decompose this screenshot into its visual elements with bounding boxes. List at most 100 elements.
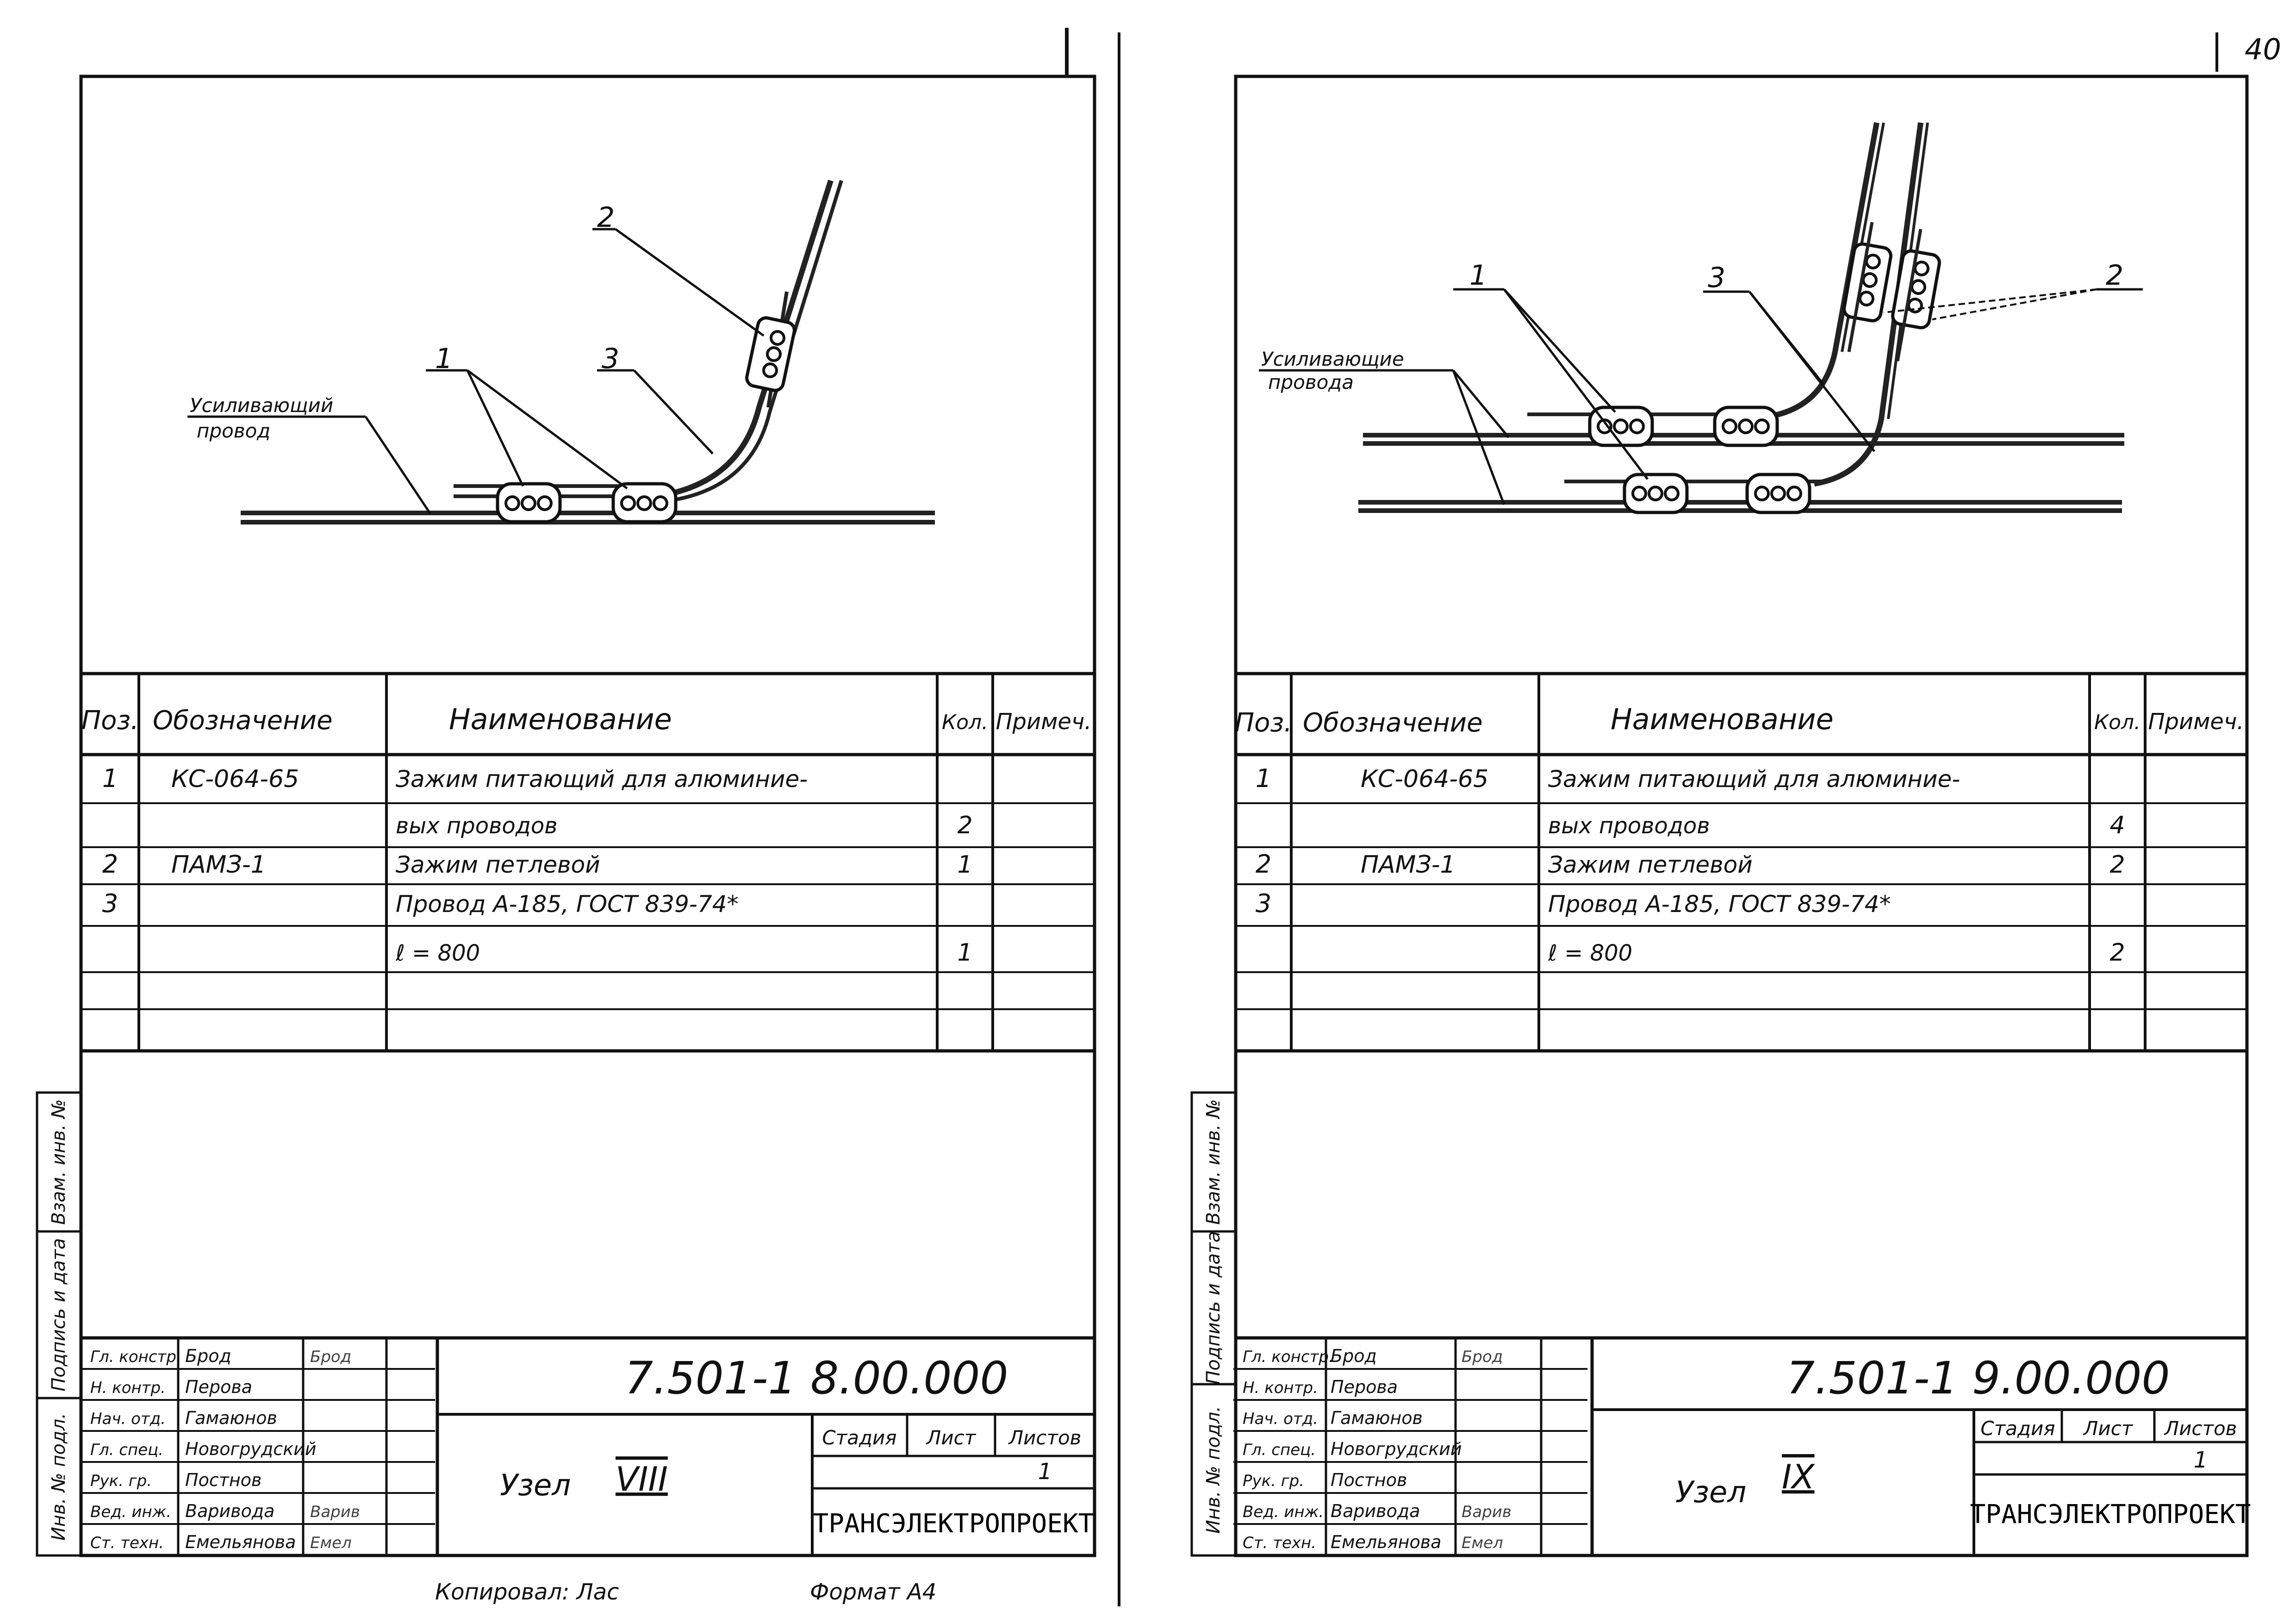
cell-pos: 3 [102, 889, 118, 918]
signature: Емел [310, 1534, 352, 1552]
callout-3: 3 [1708, 262, 1725, 294]
org-name: ТРАНСЭЛЕКТРОПРОЕКТ [1970, 1499, 2251, 1530]
signature: Варив [310, 1503, 360, 1521]
signer-name: Гамаюнов [185, 1408, 277, 1428]
cell-name: ℓ = 800 [395, 940, 480, 966]
cell-name: ℓ = 800 [1548, 940, 1632, 966]
stage-label: Стадия [1980, 1417, 2055, 1440]
node-drawing-left: 2 1 3 Усиливающий провод [187, 180, 935, 525]
cell-qty: 2 [2109, 851, 2125, 879]
signer-name: Гамаюнов [1331, 1408, 1423, 1428]
cell-name: Зажим петлевой [1548, 851, 1753, 878]
callout-1: 1 [1469, 259, 1487, 292]
cell-qty: 1 [957, 851, 972, 879]
page-number: 40 [2245, 32, 2281, 66]
cell-qty: 2 [2109, 939, 2125, 967]
cell-name: вых проводов [396, 813, 558, 839]
cell-pos: 2 [1256, 849, 1271, 879]
header-pos: Поз. [1235, 708, 1292, 738]
node-drawing-right: 1 3 2 Усиливающие провода [1259, 122, 2143, 514]
cell-designation: КС-064-65 [171, 765, 299, 793]
signer-name: Новогрудский [185, 1439, 317, 1459]
cell-pos: 1 [1256, 764, 1271, 793]
signer-role: Рук. гр. [90, 1472, 152, 1490]
sheets-value: 1 [1038, 1459, 1052, 1485]
signature: Брод [310, 1348, 351, 1366]
node-title: Узел [500, 1468, 571, 1503]
header-name: Наименование [1611, 702, 1834, 736]
signature: Емел [1462, 1534, 1503, 1552]
doc-code: 7.501-1 9.00.000 [1786, 1352, 2170, 1404]
cell-pos: 3 [1256, 889, 1271, 918]
callout-2: 2 [2106, 259, 2123, 292]
signer-name: Емельянова [185, 1532, 296, 1552]
side-label-replace-inv: Взам. инв. № [48, 1099, 69, 1225]
cell-qty: 4 [2109, 812, 2125, 839]
signer-role: Гл. спец. [90, 1441, 163, 1459]
node-roman: VIII [616, 1460, 668, 1499]
cell-qty: 1 [957, 939, 972, 967]
signer-role: Ст. техн. [1243, 1534, 1316, 1552]
side-label-inv-orig: Инв. № подл. [1203, 1406, 1224, 1534]
node-roman: IX [1782, 1457, 1815, 1496]
signer-name: Перова [185, 1377, 252, 1397]
signer-role: Гл. спец. [1243, 1441, 1316, 1459]
stage-label: Стадия [822, 1426, 896, 1449]
signer-role: Вед. инж. [90, 1503, 171, 1521]
signer-name: Новогрудский [1331, 1439, 1462, 1459]
signer-name: Постнов [185, 1470, 261, 1490]
signer-role: Гл. констр. [90, 1348, 181, 1366]
signature: Брод [1462, 1348, 1503, 1366]
signer-role: Рук. гр. [1243, 1472, 1304, 1490]
cell-name: Зажим петлевой [396, 851, 600, 878]
cell-pos: 2 [102, 849, 118, 879]
cell-name: Зажим питающий для алюминие- [396, 766, 808, 793]
callout-3: 3 [602, 343, 619, 375]
cell-designation: ПАМЗ-1 [171, 851, 266, 879]
sheet-right: 1 3 2 Усиливающие провода [1190, 75, 2251, 1557]
sheets-label: Листов [1008, 1426, 1082, 1449]
org-name: ТРАНСЭЛЕКТРОПРОЕКТ [813, 1509, 1094, 1539]
side-label-signature: Подпись и дата [48, 1238, 69, 1391]
spec-table-right: Поз. Обозначение Наименование Кол. Приме… [1235, 672, 2247, 1053]
signature: Варив [1462, 1503, 1512, 1521]
cell-designation: ПАМЗ-1 [1361, 851, 1456, 879]
signer-role: Нач. отд. [1243, 1410, 1318, 1428]
cell-name: Провод А-185, ГОСТ 839-74* [1548, 891, 1891, 918]
header-designation: Обозначение [1303, 708, 1483, 738]
header-designation: Обозначение [153, 706, 333, 736]
cell-name: вых проводов [1548, 813, 1710, 839]
sheets-value: 1 [2194, 1447, 2208, 1473]
header-pos: Поз. [81, 706, 139, 736]
cell-name: Провод А-185, ГОСТ 839-74* [396, 891, 739, 918]
header-note: Примеч. [996, 709, 1091, 735]
signer-name: Варивода [1331, 1501, 1420, 1521]
sheet-label: Лист [2083, 1417, 2134, 1440]
footer-copied: Копировал: Лас [435, 1579, 619, 1605]
signer-role: Н. контр. [1243, 1379, 1318, 1397]
spec-table-left: Поз. Обозначение Наименование Кол. Приме… [81, 672, 1095, 1053]
signer-name: Варивода [185, 1501, 274, 1521]
signer-name: Брод [1331, 1346, 1377, 1366]
side-stamp-left: Взам. инв. № Подпись и дата Инв. № подл. [36, 1091, 82, 1557]
cell-name: Зажим питающий для алюминие- [1548, 766, 1960, 793]
node-title: Узел [1675, 1475, 1746, 1510]
wire-label-line1: Усиливающие [1261, 348, 1404, 370]
wire-label-line1: Усиливающий [190, 394, 333, 417]
signer-role: Гл. констр. [1243, 1348, 1334, 1366]
cell-designation: КС-064-65 [1361, 765, 1488, 793]
signer-role: Вед. инж. [1243, 1503, 1324, 1521]
signer-name: Постнов [1331, 1470, 1407, 1490]
sheet-label: Лист [926, 1426, 977, 1449]
sheet-left: 2 1 3 Усиливающий провод [36, 75, 1096, 1605]
callout-2: 2 [597, 201, 615, 234]
side-label-signature: Подпись и дата [1203, 1231, 1224, 1384]
signer-role: Н. контр. [90, 1379, 166, 1397]
signer-name: Брод [185, 1346, 231, 1366]
header-qty: Кол. [942, 711, 988, 734]
signer-role: Нач. отд. [90, 1410, 166, 1428]
side-stamp-right: Взам. инв. № Подпись и дата Инв. № подл. [1190, 1091, 1237, 1557]
